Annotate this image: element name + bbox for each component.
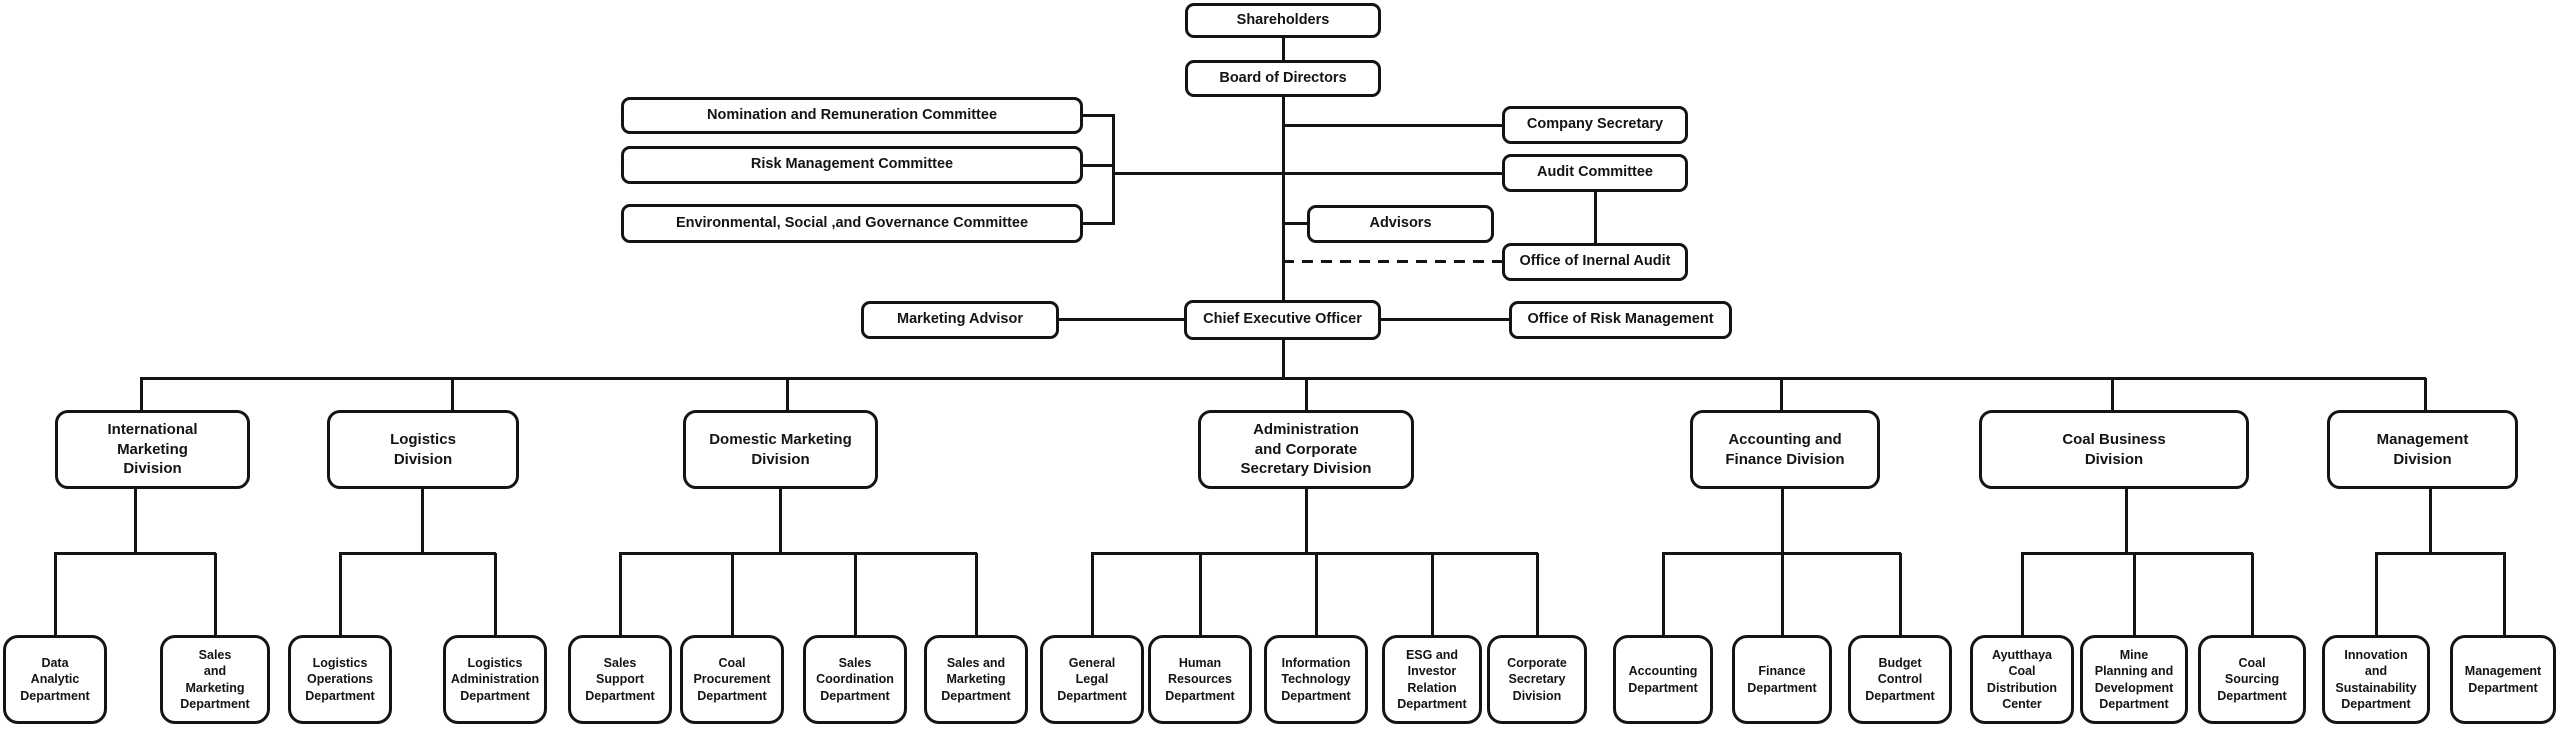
node-dept-data-analytic: Data Analytic Department: [3, 635, 107, 724]
connector-line: [619, 552, 977, 555]
connector-ceo-down: [1282, 340, 1285, 378]
connector-line: [1662, 553, 1665, 635]
node-dept-coal-procurement: Coal Procurement Department: [680, 635, 784, 724]
connector-line: [339, 552, 496, 555]
connector-line: [214, 553, 217, 635]
node-dept-management: Management Department: [2450, 635, 2556, 724]
connector-advisors: [1282, 222, 1307, 225]
connector-line: [1305, 378, 1308, 410]
connector-line: [1083, 114, 1113, 117]
node-dept-coal-sourcing: Coal Sourcing Department: [2198, 635, 2306, 724]
connector-line: [421, 489, 424, 553]
connector-line: [2503, 553, 2506, 635]
connector-line: [2429, 489, 2432, 553]
connector-line: [2375, 553, 2378, 635]
node-dept-sales-support: Sales Support Department: [568, 635, 672, 724]
node-division-international-marketing: International Marketing Division: [55, 410, 250, 489]
node-division-domestic-marketing: Domestic Marketing Division: [683, 410, 878, 489]
node-dept-general-legal: General Legal Department: [1040, 635, 1144, 724]
connector-line: [1781, 553, 1784, 635]
node-dept-logistics-administration: Logistics Administration Department: [443, 635, 547, 724]
node-advisors: Advisors: [1307, 205, 1494, 243]
connector-internal-audit-dashed: [1283, 260, 1502, 263]
connector-line: [1305, 489, 1308, 553]
connector-line: [2021, 552, 2253, 555]
connector-committees-bracket: [1112, 114, 1115, 225]
connector-line: [140, 378, 143, 410]
connector-line: [494, 553, 497, 635]
connector-line: [1091, 553, 1094, 635]
node-division-logistics: Logistics Division: [327, 410, 519, 489]
node-dept-budget-control: Budget Control Department: [1848, 635, 1952, 724]
node-chief-executive-officer: Chief Executive Officer: [1184, 300, 1381, 340]
connector-line: [854, 553, 857, 635]
node-committee-esg: Environmental, Social ,and Governance Co…: [621, 204, 1083, 243]
connector-line: [786, 378, 789, 410]
connector-line: [731, 553, 734, 635]
node-dept-accounting: Accounting Department: [1613, 635, 1713, 724]
node-division-accounting-finance: Accounting and Finance Division: [1690, 410, 1880, 489]
node-office-of-risk-management: Office of Risk Management: [1509, 301, 1732, 339]
connector-line: [134, 489, 137, 553]
node-dept-sales-and-marketing: Sales and Marketing Department: [160, 635, 270, 724]
connector-line: [2424, 378, 2427, 410]
connector-line: [451, 378, 454, 410]
connector-divisions-bus: [140, 377, 2426, 380]
connector-line: [1431, 553, 1434, 635]
node-committee-nomination-remuneration: Nomination and Remuneration Committee: [621, 97, 1083, 134]
node-office-of-internal-audit: Office of Inernal Audit: [1502, 243, 1688, 281]
connector-line: [1083, 222, 1113, 225]
connector-line: [339, 553, 342, 635]
node-board-of-directors: Board of Directors: [1185, 60, 1381, 97]
connector-line: [2375, 552, 2506, 555]
connector-line: [1315, 553, 1318, 635]
connector-audit-internal-audit: [1594, 192, 1597, 243]
node-dept-ayutthaya-coal-distribution-center: Ayutthaya Coal Distribution Center: [1970, 635, 2074, 724]
connector-line: [2133, 553, 2136, 635]
node-dept-esg-investor-relation: ESG and Investor Relation Department: [1382, 635, 1482, 724]
node-dept-corporate-secretary-division: Corporate Secretary Division: [1487, 635, 1587, 724]
node-dept-finance: Finance Department: [1732, 635, 1832, 724]
connector-shareholders-board: [1282, 38, 1285, 60]
node-dept-sales-and-marketing-domestic: Sales and Marketing Department: [924, 635, 1028, 724]
node-dept-innovation-sustainability: Innovation and Sustainability Department: [2322, 635, 2430, 724]
connector-line: [2111, 378, 2114, 410]
connector-line: [1083, 164, 1113, 167]
connector-line: [619, 553, 622, 635]
connector-line: [2125, 489, 2128, 553]
node-dept-human-resources: Human Resources Department: [1148, 635, 1252, 724]
connector-company-secretary: [1282, 124, 1502, 127]
connector-line: [1780, 378, 1783, 410]
connector-line: [779, 489, 782, 553]
connector-line: [1091, 552, 1538, 555]
node-marketing-advisor: Marketing Advisor: [861, 301, 1059, 339]
node-company-secretary: Company Secretary: [1502, 106, 1688, 144]
connector-line: [1199, 553, 1202, 635]
connector-line: [2251, 553, 2254, 635]
connector-line: [1536, 553, 1539, 635]
connector-committees-audit: [1112, 172, 1502, 175]
node-division-administration-corporate-secretary: Administration and Corporate Secretary D…: [1198, 410, 1414, 489]
connector-line: [54, 552, 216, 555]
connector-line: [2021, 553, 2024, 635]
node-dept-information-technology: Information Technology Department: [1264, 635, 1368, 724]
connector-ceo-risk-management: [1381, 318, 1509, 321]
connector-line: [54, 553, 57, 635]
connector-line: [1899, 553, 1902, 635]
connector-line: [1781, 489, 1784, 553]
connector-board-ceo-spine: [1282, 97, 1285, 300]
node-shareholders: Shareholders: [1185, 3, 1381, 38]
connector-line: [975, 553, 978, 635]
node-committee-risk-management: Risk Management Committee: [621, 146, 1083, 184]
node-division-coal-business: Coal Business Division: [1979, 410, 2249, 489]
connector-marketing-advisor-ceo: [1059, 318, 1184, 321]
node-dept-logistics-operations: Logistics Operations Department: [288, 635, 392, 724]
node-audit-committee: Audit Committee: [1502, 154, 1688, 192]
node-division-management: Management Division: [2327, 410, 2518, 489]
node-dept-sales-coordination: Sales Coordination Department: [803, 635, 907, 724]
node-dept-mine-planning-development: Mine Planning and Development Department: [2080, 635, 2188, 724]
